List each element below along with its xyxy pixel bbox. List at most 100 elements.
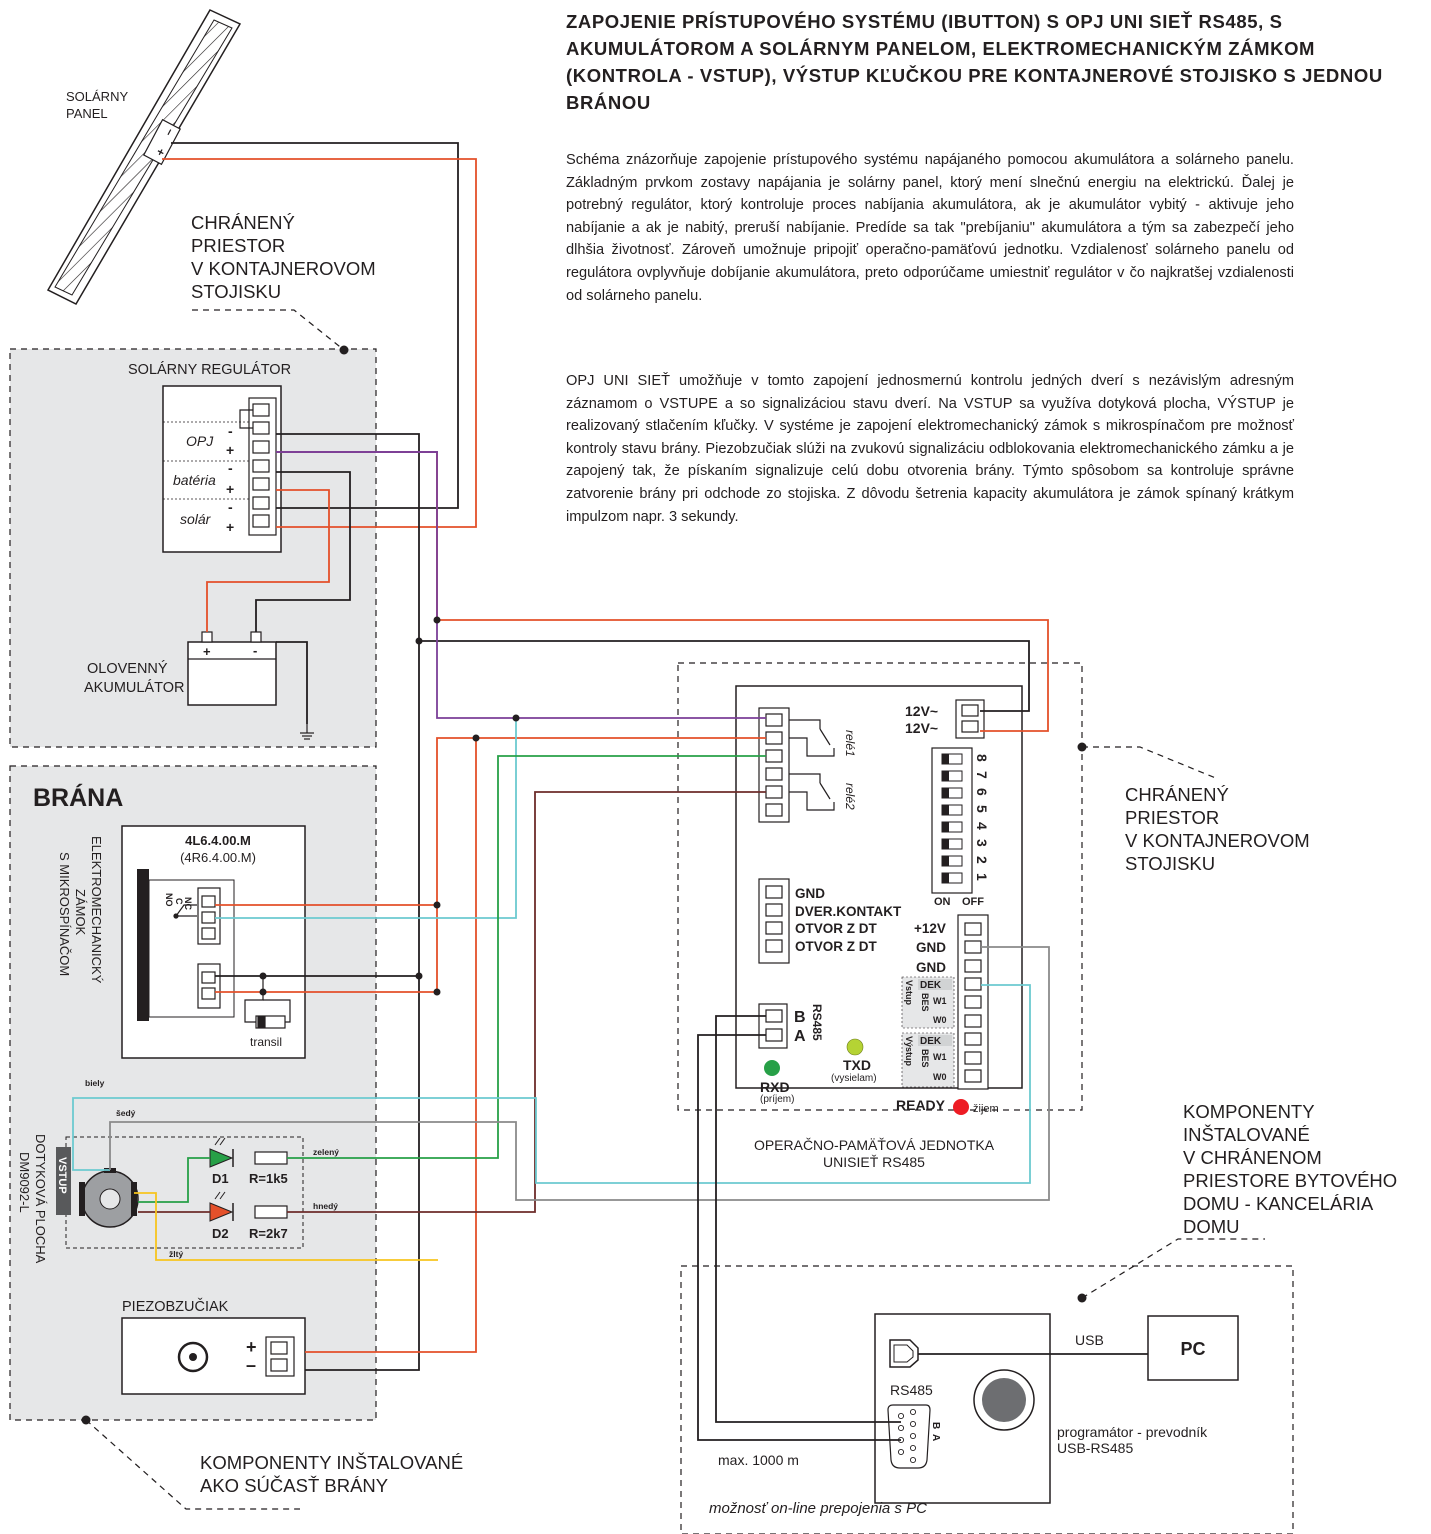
wire-purple-relay xyxy=(276,451,766,719)
ready-label: READY xyxy=(896,1097,946,1113)
opj-w0-label: W0 xyxy=(933,1015,947,1025)
opj-b-label: B xyxy=(794,1009,806,1026)
solar-panel-terminal xyxy=(142,118,182,166)
wire-door-contact xyxy=(215,718,517,919)
db9-b-label: B xyxy=(930,1422,941,1429)
protected-top-l3: V KONTAJNEROVOM xyxy=(191,258,376,279)
online-note: možnosť on-line prepojenia s PC xyxy=(709,1500,927,1517)
txd-led-icon xyxy=(846,1038,864,1056)
d1-label: D1 xyxy=(212,1171,229,1186)
piezo-title: PIEZOBZUČIAK xyxy=(122,1298,229,1315)
protected-right-l3: V KONTAJNEROVOM xyxy=(1125,830,1310,851)
battery-label-2: AKUMULÁTOR xyxy=(84,679,184,696)
wire-label-sedy: šedý xyxy=(116,1108,136,1118)
rxd-label: RXD xyxy=(760,1079,790,1095)
office-note-l2: INŠTALOVANÉ xyxy=(1183,1124,1310,1145)
ground-icon xyxy=(300,724,314,740)
rele1-label: relé1 xyxy=(843,730,857,757)
solar-panel: + – xyxy=(46,9,242,305)
callout-dot xyxy=(81,1415,91,1425)
piezo-buzzer-center xyxy=(189,1353,197,1361)
description-paragraph-2: OPJ UNI SIEŤ umožňuje v tomto zapojení j… xyxy=(566,373,1294,525)
opj-power-pin xyxy=(961,704,979,717)
diagram-title: ZAPOJENIE PRÍSTUPOVÉHO SYSTÉMU (IBUTTON)… xyxy=(566,8,1406,116)
piezo-plus: + xyxy=(246,1337,257,1357)
opj-w0b-label: W0 xyxy=(933,1072,947,1082)
dip-switches xyxy=(941,753,963,884)
opj-vystup-group: DEK BES W1 W0 Výstup xyxy=(901,1032,955,1088)
vstup-tag xyxy=(56,1147,71,1215)
zijem-label: žijem xyxy=(973,1103,999,1115)
transil-label: transil xyxy=(250,1035,282,1049)
title-highlight: OPJ UNI SIEŤ RS485 xyxy=(1065,11,1259,32)
regulator-bat-minus: - xyxy=(228,460,233,476)
protected-right-l1: CHRÁNENÝ xyxy=(1125,784,1229,805)
protected-top-l4: STOJISKU xyxy=(191,281,281,302)
regulator-opj-minus: - xyxy=(228,423,233,439)
txd-label: TXD xyxy=(843,1057,871,1073)
opj-caption-2: UNISIEŤ RS485 xyxy=(823,1154,925,1170)
wire-rs485-a xyxy=(697,1034,901,1441)
opj-rs485-label: RS485 xyxy=(810,1004,824,1041)
wire-label-zeleny: zelený xyxy=(313,1147,339,1157)
dip-label: 7 xyxy=(974,771,990,779)
callout-line-right xyxy=(1082,746,1219,780)
lock-body xyxy=(137,869,149,1021)
wire-battery-ground xyxy=(276,641,308,724)
piezo-pin xyxy=(270,1358,288,1372)
wire-green-led xyxy=(138,1157,210,1203)
rxd-sub-label: (príjem) xyxy=(760,1094,794,1105)
office-note-l3: V CHRÁNENOM xyxy=(1183,1147,1322,1168)
opj-vstup-group: DEK BES W1 W0 Vstup xyxy=(901,976,955,1029)
solar-panel-label-2: PANEL xyxy=(66,106,108,121)
lock-label-nc: NC xyxy=(183,897,193,910)
opj-a-label: A xyxy=(794,1028,806,1045)
callout-dot xyxy=(1077,1293,1087,1303)
battery-minus: - xyxy=(253,643,257,658)
opj-dver-label: DVER.KONTAKT xyxy=(795,904,902,919)
solar-panel-label-1: SOLÁRNY xyxy=(66,89,128,104)
wire-label-biely: biely xyxy=(85,1078,105,1088)
regulator-internal-arrow xyxy=(239,409,253,429)
gate-title: BRÁNA xyxy=(33,783,123,812)
wire-battery-minus xyxy=(255,471,351,632)
wire-label-zlty: žltý xyxy=(169,1249,183,1259)
dip-label: 5 xyxy=(974,805,990,813)
piezo-minus: – xyxy=(246,1355,256,1375)
opj-otvor2-label: OTVOR Z DT xyxy=(795,939,877,954)
regulator-title: SOLÁRNY REGULÁTOR xyxy=(128,361,291,378)
battery-box xyxy=(187,641,277,706)
wire-opj-minus-12v xyxy=(419,640,1030,712)
wire-battery-plus xyxy=(206,489,330,632)
pc-label: PC xyxy=(1180,1339,1205,1359)
dip-label: 2 xyxy=(974,856,990,864)
description-paragraph-1: Schéma znázorňuje zapojenie prístupového… xyxy=(566,152,1294,304)
lock-switch-icon xyxy=(173,904,197,919)
db9-a-label: A xyxy=(930,1434,941,1441)
r2-label: R=2k7 xyxy=(249,1226,288,1241)
dip-off-label: OFF xyxy=(962,896,984,908)
opj-bes-label: BES xyxy=(920,993,930,1012)
max-length-label: max. 1000 m xyxy=(718,1452,799,1468)
lock-microswitch-frame xyxy=(148,879,235,1018)
callout-dot xyxy=(339,345,349,355)
pc-box xyxy=(1147,1315,1239,1381)
opj-input-pins xyxy=(765,885,783,953)
opj-12v-label: +12V xyxy=(914,921,946,936)
converter-caption-2: USB-RS485 xyxy=(1057,1440,1133,1456)
touch-reader-center xyxy=(99,1188,121,1210)
protected-top-l1: CHRÁNENÝ xyxy=(191,212,295,233)
regulator-sol-plus: + xyxy=(226,519,234,535)
opj-reader-pins xyxy=(964,922,982,1083)
callout-line-office xyxy=(1081,1238,1265,1299)
db9-pins xyxy=(897,1408,917,1464)
resistor-r2-icon xyxy=(254,1205,288,1219)
dip-label: 8 xyxy=(974,754,990,762)
wire-grey xyxy=(109,946,1050,1201)
opj-dek2-label: DEK xyxy=(920,1036,942,1047)
usb-port-icon xyxy=(889,1339,919,1368)
title-highlight: S AKUMULÁTOROM A SOLÁRNYM PANELOM xyxy=(566,11,1283,59)
lock-label-c: C xyxy=(174,898,184,905)
piezo-pin xyxy=(270,1341,288,1355)
